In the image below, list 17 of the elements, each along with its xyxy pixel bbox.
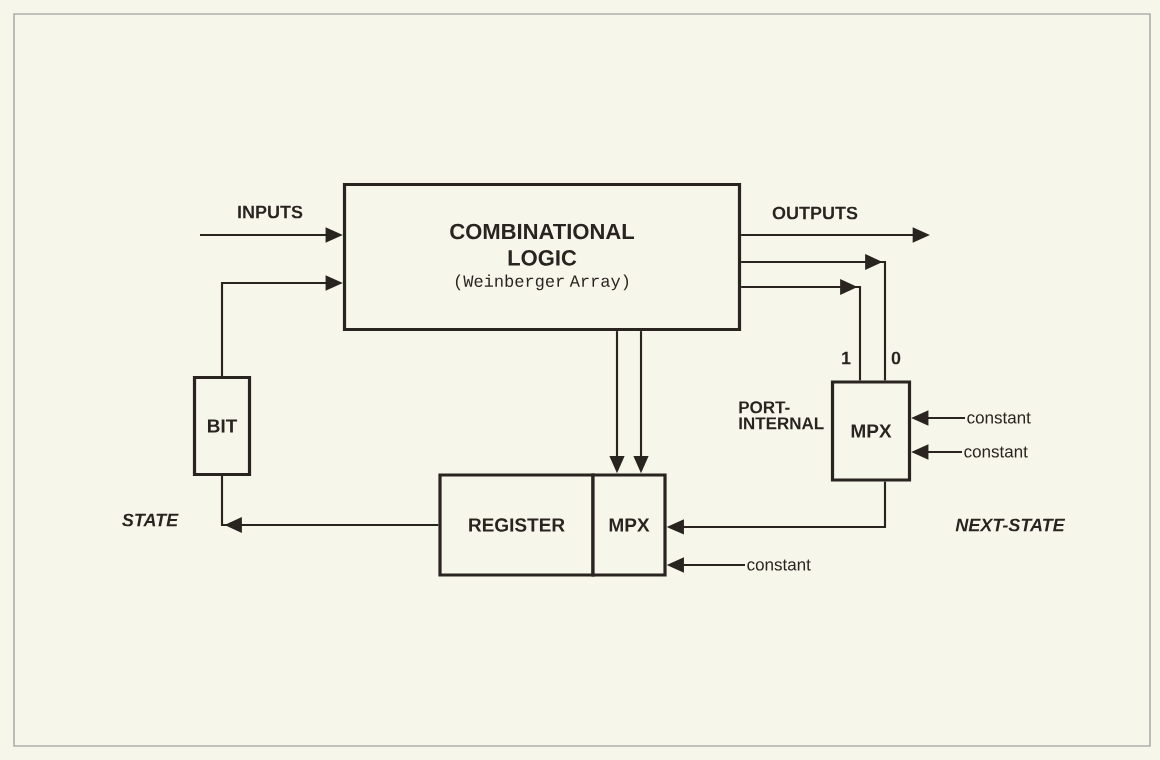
multiplexer-box: MPX (830, 380, 912, 482)
bit-box: BIT (192, 375, 252, 477)
port-number: 0 (891, 351, 901, 365)
constant-label: constant (964, 446, 1028, 458)
logic-block: COMBINATIONAL LOGIC (Weinberger Array) (342, 182, 742, 332)
arrow (741, 253, 887, 381)
signal-label: STATE (122, 513, 179, 527)
arrow (741, 278, 862, 381)
signal-label: NEXT-STATE (955, 518, 1066, 532)
edge-label: INPUTS (235, 204, 305, 220)
edge-label: OUTPUTS (770, 205, 860, 221)
constant-label: constant (747, 559, 811, 571)
port-label: PORT- INTERNAL (739, 401, 824, 430)
multiplexer-box: MPX (591, 473, 667, 577)
port-number: 1 (842, 351, 851, 365)
constant-label: constant (967, 412, 1031, 424)
arrow (220, 476, 439, 534)
